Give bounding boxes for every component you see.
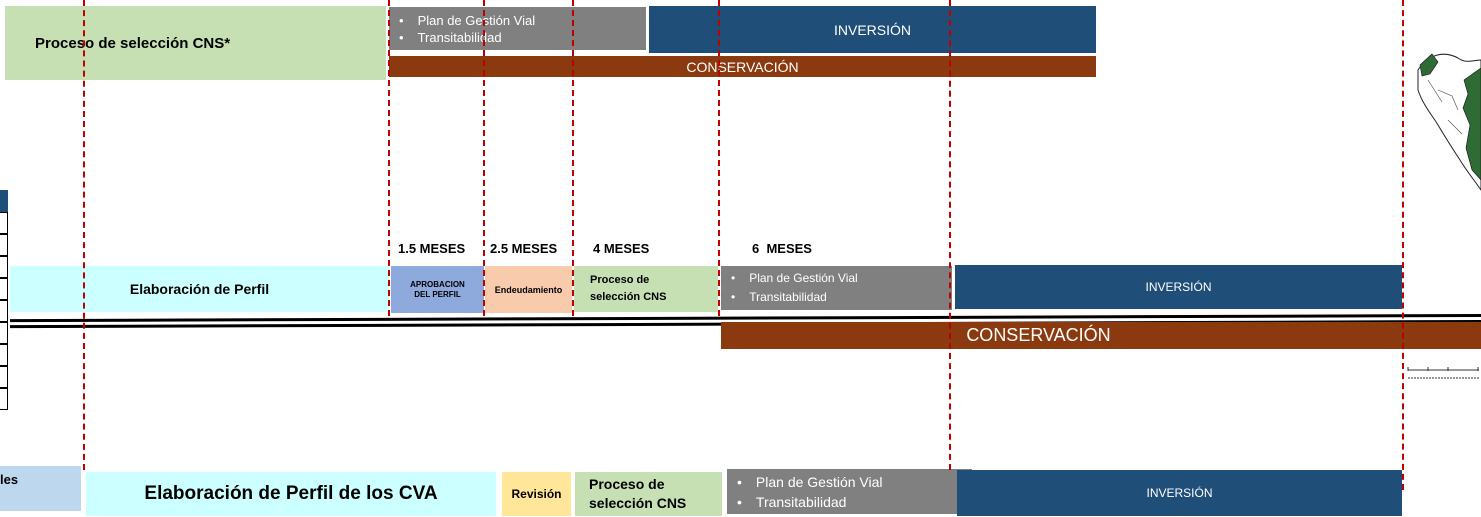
row2-bullets-box: Plan de Gestión Vial Transitabilidad <box>721 266 952 310</box>
left-table-row <box>0 344 8 366</box>
timeline-guide-7 <box>1402 0 1404 490</box>
row2-approval-line2: DEL PERFIL <box>414 289 461 299</box>
timeline-guide-2 <box>388 0 390 316</box>
row2-profile-label: Elaboración de Perfil <box>129 281 270 297</box>
map-icon <box>1417 53 1481 191</box>
row1-conservation-label: CONSERVACIÓN <box>686 58 799 75</box>
timeline-guide-4 <box>572 0 574 316</box>
map-border-lines <box>1427 79 1463 135</box>
row2-selection-line2: selección CNS <box>590 291 667 303</box>
row2-debt-box: Endeudamiento <box>485 266 572 313</box>
timeline-guide-6 <box>949 0 951 470</box>
row2-bullet-2: Transitabilidad <box>731 288 952 307</box>
duration-label-4: 6 MESES <box>752 241 812 256</box>
row3-investment-label: INVERSIÓN <box>1146 486 1213 500</box>
row3-profile-box: Elaboración de Perfil de los CVA <box>86 472 496 516</box>
row2-investment-box: INVERSIÓN <box>955 265 1402 309</box>
timeline-guide-3 <box>483 0 485 316</box>
row1-bullets-box: Plan de Gestión Vial Transitabilidad <box>389 7 646 50</box>
left-table-row <box>0 300 8 322</box>
row2-bullet-1: Plan de Gestión Vial <box>731 269 952 288</box>
row2-conservation-label: CONSERVACIÓN <box>966 325 1111 345</box>
left-table-header <box>0 190 8 212</box>
row1-investment-label: INVERSIÓN <box>833 21 911 38</box>
row3-left-fragment: les <box>0 472 19 487</box>
row3-selection-box: Proceso de selección CNS <box>575 472 722 516</box>
row3-review-label: Revisión <box>511 487 562 501</box>
row2-selection-line1: Proceso de <box>590 274 650 286</box>
left-table-row <box>0 278 8 300</box>
row2-selection-box: Proceso de selección CNS <box>574 266 718 312</box>
row1-bullet-2: Transitabilidad <box>399 29 646 46</box>
left-table-row <box>0 234 8 256</box>
row3-investment-box: INVERSIÓN <box>957 470 1402 516</box>
row1-conservation-bar: CONSERVACIÓN <box>389 56 1096 77</box>
row2-approval-line1: APROBACION <box>410 279 465 289</box>
row2-profile-box: Elaboración de Perfil <box>10 266 389 312</box>
left-table-row <box>0 388 8 410</box>
row1-process-label: Proceso de selección CNS* <box>35 34 231 52</box>
row3-selection-line1: Proceso de <box>589 476 665 492</box>
map-scale-bar-icon <box>1407 367 1479 379</box>
row3-profile-label: Elaboración de Perfil de los CVA <box>144 483 438 504</box>
duration-label-1: 1.5 MESES <box>398 241 466 256</box>
row3-bullet-2: Transitabilidad <box>737 492 972 512</box>
row1-process-box: Proceso de selección CNS* <box>5 6 386 80</box>
row3-bullet-1: Plan de Gestión Vial <box>737 472 972 492</box>
row3-selection-line2: selección CNS <box>589 495 687 511</box>
duration-label-2: 2.5 MESES <box>490 241 558 256</box>
left-table-row <box>0 256 8 278</box>
left-table-row <box>0 212 8 234</box>
timeline-guide-5 <box>718 0 720 316</box>
left-table-row <box>0 366 8 388</box>
duration-label-3: 4 MESES <box>593 241 650 256</box>
map-region <box>1419 53 1439 77</box>
map-region <box>1462 67 1481 181</box>
row3-bullets-box: Plan de Gestión Vial Transitabilidad <box>727 469 972 514</box>
row2-debt-label: Endeudamiento <box>494 284 563 295</box>
map-outline <box>1417 53 1481 191</box>
left-table-row <box>0 322 8 344</box>
row3-review-box: Revisión <box>502 472 571 516</box>
row2-conservation-bar: CONSERVACIÓN <box>721 322 1481 349</box>
left-partial-table <box>0 190 9 412</box>
row2-investment-label: INVERSIÓN <box>1145 280 1212 294</box>
row3-left-box: les <box>0 466 81 511</box>
timeline-guide-1 <box>83 0 85 470</box>
row1-bullet-1: Plan de Gestión Vial <box>399 12 646 29</box>
row1-investment-box: INVERSIÓN <box>649 6 1096 53</box>
row2-approval-box: APROBACION DEL PERFIL <box>391 266 484 313</box>
